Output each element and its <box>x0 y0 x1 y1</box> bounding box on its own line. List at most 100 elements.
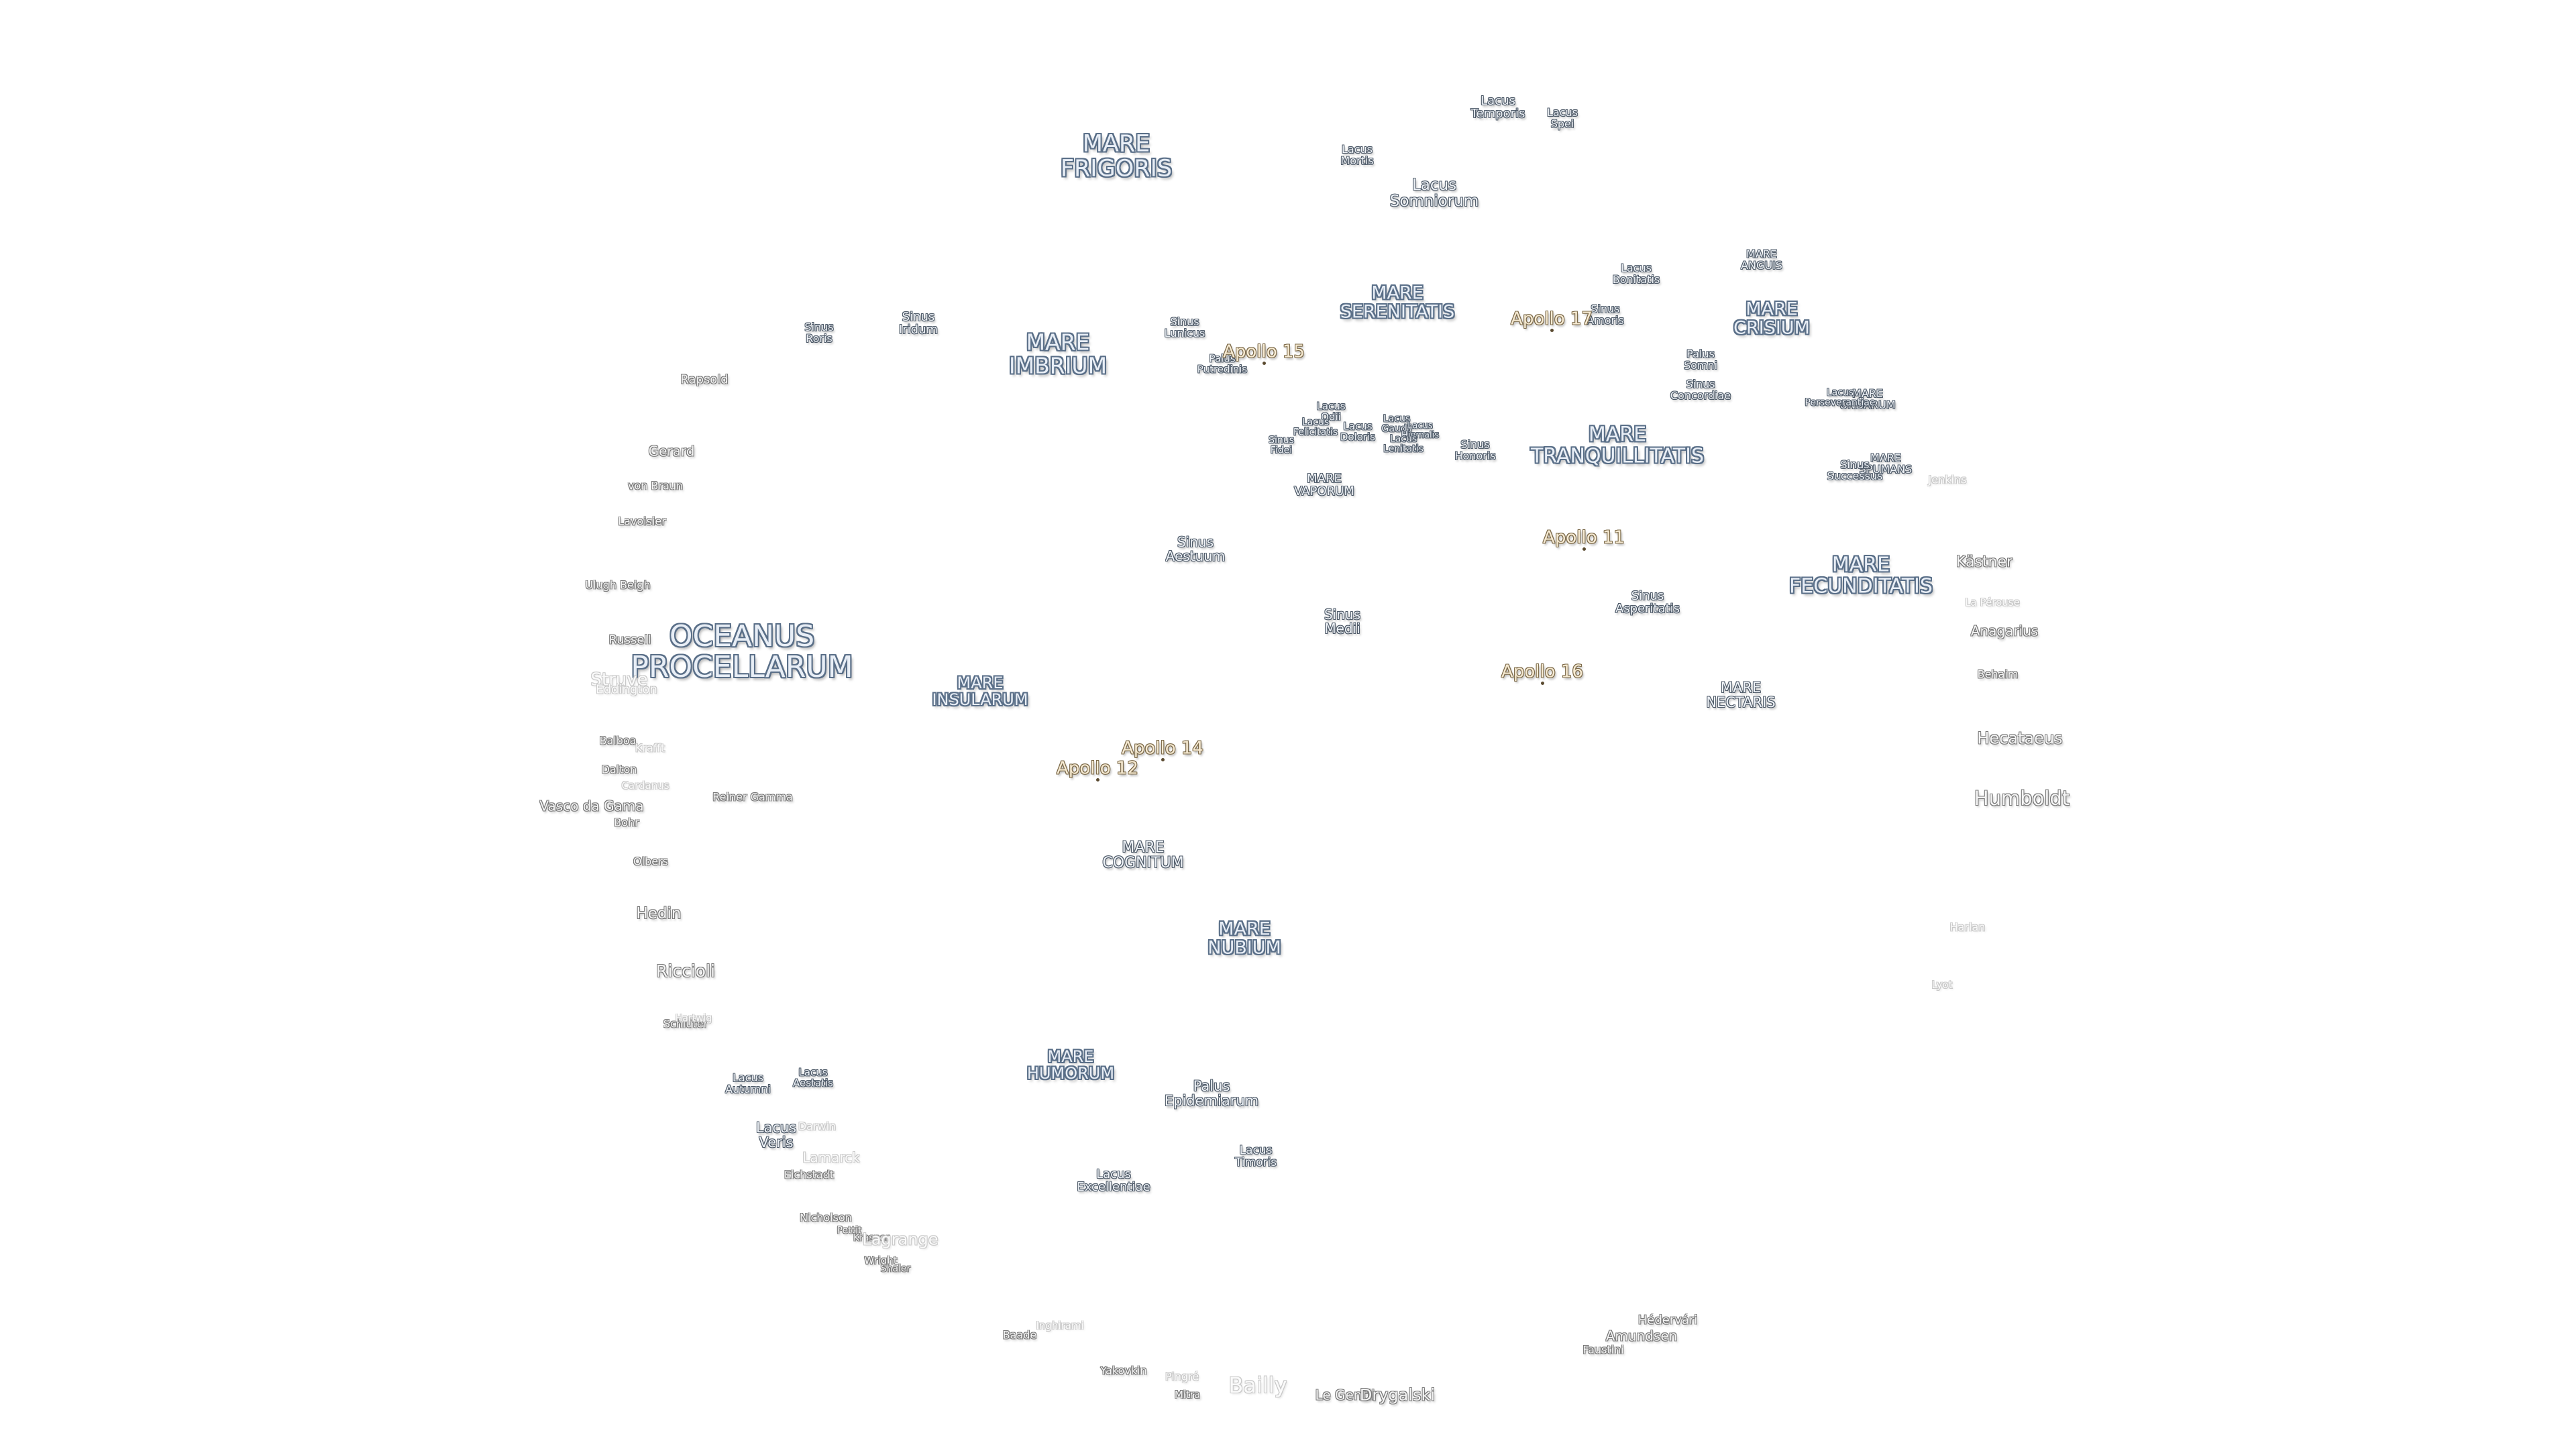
lacus-excellentiae-label: Lacus Excellentiae <box>1077 1167 1150 1194</box>
crater-hecataeus-label: Hecataeus <box>1977 729 2063 748</box>
sinus-asperitatis-label: Sinus Asperitatis <box>1615 589 1680 616</box>
crater-nicholson-label: Nicholson <box>800 1211 852 1224</box>
lacus-aestatis-label: Lacus Aestatis <box>793 1066 833 1089</box>
sinus-honoris-label: Sinus Honoris <box>1454 438 1496 462</box>
lacus-somniorum-label: Lacus Somniorum <box>1389 176 1479 210</box>
mare-spumans-label: MARE SPUMANS <box>1859 451 1913 476</box>
mare-frigoris-label: MARE FRIGORIS <box>1060 130 1173 182</box>
crater-lyot-label: Lyot <box>1931 979 1953 991</box>
apollo-17-label: Apollo 17 <box>1511 309 1593 329</box>
crater-schluter-label: Schlüter <box>663 1017 708 1030</box>
palus-putredinis-label: Palus Putredinis <box>1197 352 1248 375</box>
lacus-doloris-label: Lacus Doloris <box>1340 420 1376 443</box>
mare-anguis-label: MARE ANGUIS <box>1741 248 1782 272</box>
crater-kastner-label: Kästner <box>1955 553 2013 571</box>
crater-cardanus-label: Cardanus <box>621 780 669 792</box>
crater-eddington-label: Eddington <box>596 682 657 697</box>
crater-balboa-label: Balboa <box>599 734 637 747</box>
apollo-12-marker <box>1095 778 1099 782</box>
crater-russell-label: Russell <box>608 633 651 647</box>
mare-insularum-label: MARE INSULARUM <box>932 673 1028 709</box>
mare-crisium-label: MARE CRISIUM <box>1733 299 1810 339</box>
crater-baade-label: Baade <box>1002 1328 1037 1342</box>
sinus-concordiae-label: Sinus Concordiae <box>1670 378 1731 402</box>
crater-dalton-label: Dalton <box>601 763 637 776</box>
mare-humorum-label: MARE HUMORUM <box>1026 1046 1115 1083</box>
palus-somni-label: Palus Somni <box>1683 347 1718 372</box>
crater-riccioli-label: Riccioli <box>656 961 715 981</box>
crater-hartwig-label: Hartwig <box>675 1013 712 1024</box>
lacus-spei-label: Lacus Spei <box>1547 106 1578 130</box>
mare-nectaris-label: MARE NECTARIS <box>1706 679 1776 710</box>
crater-von-braun-label: von Braun <box>627 479 684 492</box>
crater-lavoisier-label: Lavoisier <box>618 515 666 528</box>
lacus-hiemalis-label: Lacus Hiemalis <box>1401 421 1440 440</box>
crater-amundsen-label: Amundsen <box>1605 1328 1678 1344</box>
lacus-gaudii-label: Lacus Gaudii <box>1381 413 1412 434</box>
lacus-mortis-label: Lacus Mortis <box>1340 143 1374 167</box>
apollo-15-marker <box>1262 362 1266 365</box>
mare-serenitatis-label: MARE SERENITATIS <box>1340 282 1455 323</box>
apollo-14-label: Apollo 14 <box>1122 738 1203 759</box>
lacus-temporis-label: Lacus Temporis <box>1470 94 1525 121</box>
crater-krasner-label: Krasner <box>853 1232 890 1244</box>
crater-drygalski-label: Drygalski <box>1359 1385 1436 1405</box>
crater-olbers-label: Olbers <box>633 855 668 868</box>
mare-imbrium-label: MARE IMBRIUM <box>1008 329 1108 378</box>
mare-undarum-label: MARE UNDARUM <box>1839 387 1896 411</box>
crater-rapsold-label: Rapsold <box>680 372 729 387</box>
crater-hedervari-label: Hédervári <box>1638 1313 1698 1328</box>
crater-bohr-label: Bohr <box>614 816 639 829</box>
sinus-aestuum-label: Sinus Aestuum <box>1165 534 1226 564</box>
crater-darwin-label: Darwin <box>798 1120 837 1133</box>
crater-inghirami-label: Inghirami <box>1036 1320 1084 1332</box>
apollo-11-label: Apollo 11 <box>1543 527 1625 548</box>
crater-behaim-label: Behaim <box>1977 667 2019 681</box>
mare-nubium-label: MARE NUBIUM <box>1208 918 1281 959</box>
crater-anagarius-label: Anagarius <box>1970 623 2039 639</box>
crater-pettit-label: Pettit <box>837 1225 862 1236</box>
sinus-successus-label: Sinus Successus <box>1827 458 1883 482</box>
crater-ulugh-beigh-label: Ulugh Beigh <box>585 578 651 592</box>
crater-humboldt-label: Humboldt <box>1974 786 2070 810</box>
lacus-perseverantiae-label: Lacus Perseverantiae <box>1805 387 1876 408</box>
crater-bailly-label: Bailly <box>1228 1373 1287 1399</box>
mare-vaporum-label: MARE VAPORUM <box>1294 472 1354 498</box>
sinus-amoris-label: Sinus Amoris <box>1587 303 1624 327</box>
crater-reiner-gamma-label: Reiner Gamma <box>712 790 793 804</box>
crater-faustini-label: Faustini <box>1582 1343 1624 1356</box>
sinus-fidei-label: Sinus Fidei <box>1269 435 1294 455</box>
crater-struve-label: Struve <box>590 669 648 690</box>
lacus-timoris-label: Lacus Timoris <box>1234 1144 1277 1169</box>
apollo-17-marker <box>1550 329 1554 332</box>
crater-lagrange-label: Lagrange <box>862 1230 938 1249</box>
lacus-bonitatis-label: Lacus Bonitatis <box>1612 262 1660 286</box>
apollo-16-label: Apollo 16 <box>1501 661 1583 682</box>
sinus-medii-label: Sinus Medii <box>1324 606 1361 637</box>
crater-vasco-da-gama-label: Vasco da Gama <box>539 798 644 814</box>
lacus-lenitatis-label: Lacus Lenitatis <box>1383 433 1424 454</box>
apollo-11-marker <box>1582 547 1586 551</box>
crater-pingre-label: Pingré <box>1165 1370 1199 1383</box>
sinus-iridum-label: Sinus Iridum <box>898 310 938 337</box>
apollo-16-marker <box>1540 682 1544 685</box>
apollo-12-label: Apollo 12 <box>1057 758 1138 779</box>
crater-yakovkin-label: Yakovkin <box>1100 1364 1147 1377</box>
apollo-15-label: Apollo 15 <box>1223 341 1305 362</box>
crater-eichstadt-label: Eichstadt <box>784 1168 835 1181</box>
crater-le-gentil-label: Le Gentil <box>1315 1387 1375 1403</box>
crater-gerard-label: Gerard <box>648 443 695 460</box>
crater-krafft-label: Krafft <box>635 741 665 755</box>
oceanus-procellarum-label: OCEANUS PROCELLARUM <box>631 619 853 684</box>
palus-epidemiarum-label: Palus Epidemiarum <box>1164 1077 1259 1109</box>
crater-jenkins-label: Jenkins <box>1928 473 1967 486</box>
crater-lamarck-label: Lamarck <box>802 1149 860 1166</box>
crater-mitra-label: Mitra <box>1174 1389 1201 1401</box>
crater-shaler-label: Shaler <box>880 1263 911 1275</box>
sinus-lunicus-label: Sinus Lunicus <box>1164 315 1205 339</box>
crater-la-perouse-label: La Pérouse <box>1965 596 2020 609</box>
crater-harlan-label: Harlan <box>1949 920 1986 934</box>
crater-wright-label: Wright <box>864 1254 898 1267</box>
lacus-veris-label: Lacus Veris <box>755 1119 797 1150</box>
